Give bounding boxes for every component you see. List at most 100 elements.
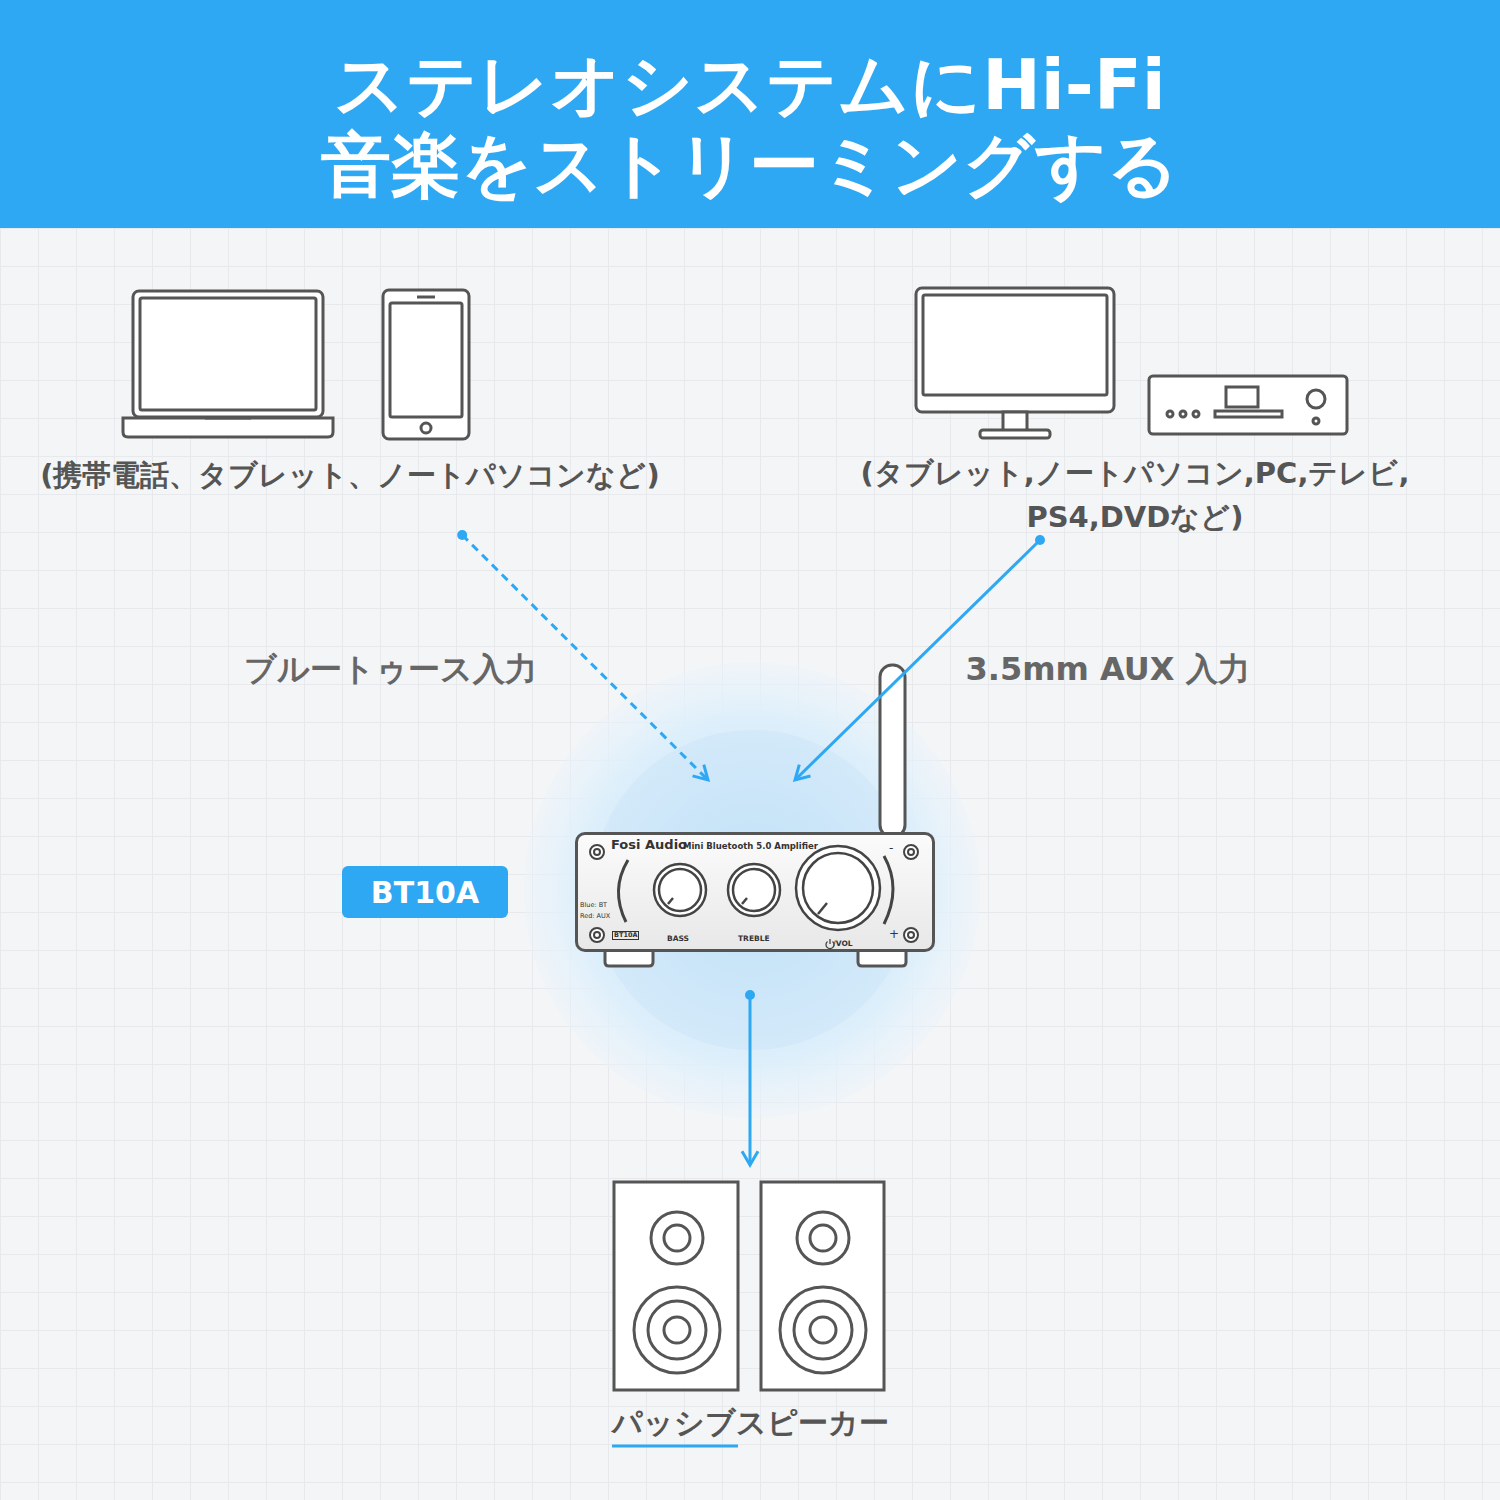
source-group: (タブレット,ノートパソコン,PC,テレビ, PS4,DVDなど) (835, 290, 1435, 540)
arrowhead (795, 765, 810, 780)
volume-arc (884, 856, 893, 924)
connector (795, 535, 1045, 780)
panel-label: /VOL (833, 940, 853, 948)
panel-label: Fosi Audio (611, 838, 687, 851)
laptop-icon (123, 418, 333, 437)
speaker-icon (761, 1182, 884, 1390)
arrowhead (742, 1151, 758, 1165)
dvd-player-icon (1226, 387, 1258, 407)
treble-knob (733, 869, 775, 911)
laptop-icon (133, 291, 323, 417)
bass-knob (654, 864, 706, 916)
panel-label: Blue: BT (580, 902, 607, 909)
dvd-player-icon (1193, 411, 1199, 417)
caption: (タブレット,ノートパソコン,PC,テレビ, PS4,DVDなど) (835, 451, 1435, 539)
bass-knob (659, 869, 701, 911)
model-name: BT10A (371, 875, 479, 910)
screw (904, 928, 918, 942)
monitor-icon (916, 288, 1114, 438)
signal-glow (524, 662, 980, 1118)
dvd-player-icon (1149, 376, 1347, 434)
dvd-player-icon (1215, 411, 1282, 417)
speaker-icon (664, 1317, 690, 1343)
monitor-icon (923, 295, 1107, 395)
amp-feet (605, 950, 906, 966)
caption: (携帯電話、タブレット、ノートパソコンなど) (20, 453, 680, 497)
laptop-icon (140, 298, 316, 410)
speaker-icon (794, 1301, 852, 1359)
led-arc (618, 860, 628, 922)
connector-line (748, 995, 751, 1165)
connector-line (795, 540, 1040, 780)
dvd-player-icon (1149, 376, 1347, 434)
phone-icon (383, 290, 469, 439)
panel-label: TREBLE (738, 935, 770, 943)
speaker-icon (634, 1287, 720, 1373)
caption-underline (612, 1445, 738, 1448)
screw (594, 932, 600, 938)
arrowhead (693, 765, 708, 780)
speaker-icon (810, 1225, 836, 1251)
start-dot (457, 530, 467, 540)
bass-knob (654, 864, 706, 916)
dvd-player-icon (1313, 418, 1319, 424)
screw (904, 845, 918, 859)
screw (590, 845, 918, 942)
panel-label: Red: AUX (580, 913, 610, 920)
amp-feet (858, 950, 906, 966)
speaker-group: パッシブスピーカー (600, 1165, 900, 1447)
antenna (880, 665, 905, 837)
title: ステレオシステムにHi-Fi 音楽をストリーミングする (250, 45, 1250, 205)
speaker-icon (614, 1182, 738, 1390)
start-dot (745, 990, 755, 1000)
speaker-icon (761, 1182, 884, 1390)
speaker-icon (614, 1182, 738, 1390)
bass-knob (668, 898, 673, 904)
screw (908, 849, 914, 855)
treble-knob (728, 864, 780, 916)
connector (742, 990, 758, 1165)
volume-knob (818, 903, 827, 914)
connector (457, 530, 708, 780)
screw (594, 849, 600, 855)
dvd-player-icon (1167, 411, 1173, 417)
laptop-icon (123, 291, 333, 437)
phone-icon (390, 303, 462, 417)
source-group: (携帯電話、タブレット、ノートパソコンなど) (20, 290, 680, 535)
model-badge: BT10A (342, 866, 508, 918)
screw (908, 932, 914, 938)
phone-icon (417, 296, 435, 299)
power-symbol (829, 939, 830, 944)
screw (590, 845, 604, 859)
speaker-icon (780, 1287, 866, 1373)
phone-icon (383, 290, 469, 439)
edge-label: ブルートゥース入力 (244, 648, 537, 692)
treble-knob (728, 864, 780, 916)
treble-knob (742, 898, 747, 904)
monitor-icon (916, 288, 1114, 412)
panel-label: + (889, 928, 899, 940)
header-band (0, 0, 1500, 228)
amplifier: Fosi AudioMini Bluetooth 5.0 AmplifierBl… (575, 780, 935, 995)
power-symbol (826, 939, 834, 949)
panel-label: Mini Bluetooth 5.0 Amplifier (683, 842, 818, 851)
panel-label: BASS (667, 935, 689, 943)
volume-knob (796, 846, 880, 930)
antenna (880, 665, 905, 837)
monitor-icon (980, 430, 1050, 438)
edge-label: 3.5mm AUX 入力 (965, 648, 1249, 692)
volume-knob (803, 853, 873, 923)
start-dot (1035, 535, 1045, 545)
dvd-player-icon (1180, 411, 1186, 417)
screw (590, 928, 604, 942)
power-symbol (826, 942, 834, 949)
speaker-icon (810, 1317, 836, 1343)
laptop-icon (205, 417, 251, 420)
dvd-player-icon (1307, 390, 1325, 408)
phone-icon (421, 423, 431, 433)
volume-knob (796, 846, 880, 930)
speaker-icon (651, 1212, 703, 1264)
